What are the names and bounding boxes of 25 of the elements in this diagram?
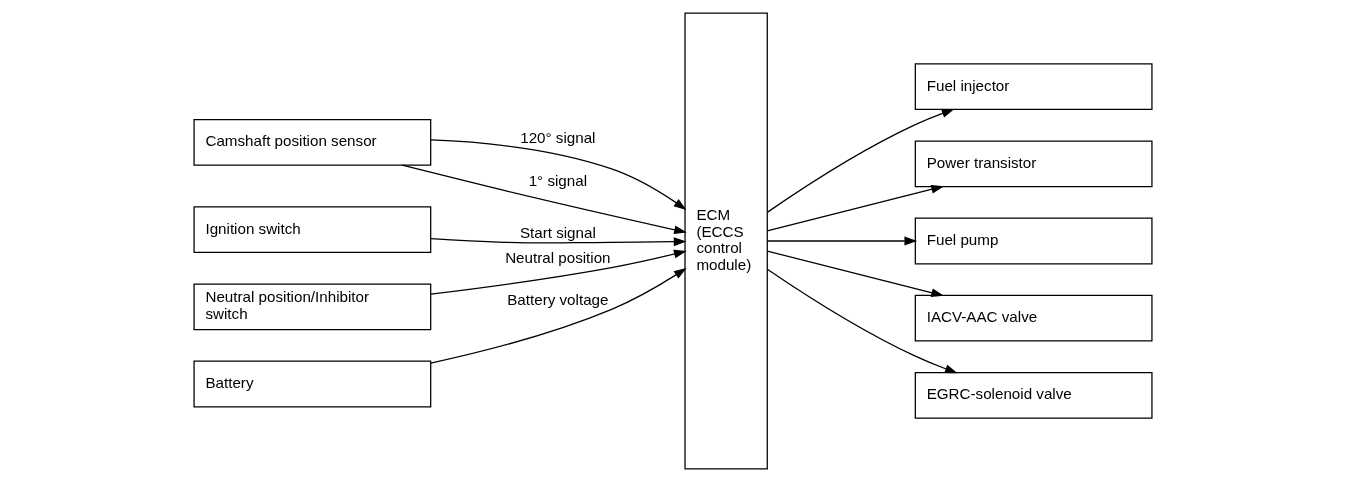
arrow	[766, 250, 944, 297]
arrow	[766, 108, 955, 213]
arrow	[766, 268, 958, 374]
node-box: EGRC-solenoid valve	[914, 371, 1153, 419]
node-box: Power transistor	[914, 140, 1153, 188]
arrow	[430, 237, 687, 247]
node-box: Ignition switch	[193, 206, 432, 254]
arrow	[430, 249, 687, 295]
node-box: Fuel pump	[914, 217, 1153, 265]
node-box: IACV-AAC valve	[914, 294, 1153, 342]
arrow	[430, 139, 687, 210]
arrow	[766, 236, 918, 246]
node-box: Neutral position/Inhibitor switch	[193, 283, 432, 331]
node-box: Battery	[193, 360, 432, 408]
edge-label: 120° signal	[520, 129, 596, 147]
arrow	[766, 185, 944, 232]
edge-label: Start signal	[519, 223, 596, 241]
node-box: Camshaft position sensor	[193, 118, 432, 166]
edge-label: 1° signal	[528, 172, 588, 190]
node-box: Fuel injector	[914, 63, 1153, 111]
node-box: ECM (ECCS control module)	[684, 12, 768, 470]
edge-label: Neutral position	[505, 249, 611, 267]
arrow	[430, 268, 687, 364]
arrow	[401, 164, 687, 235]
edge-label: Battery voltage	[507, 291, 609, 309]
